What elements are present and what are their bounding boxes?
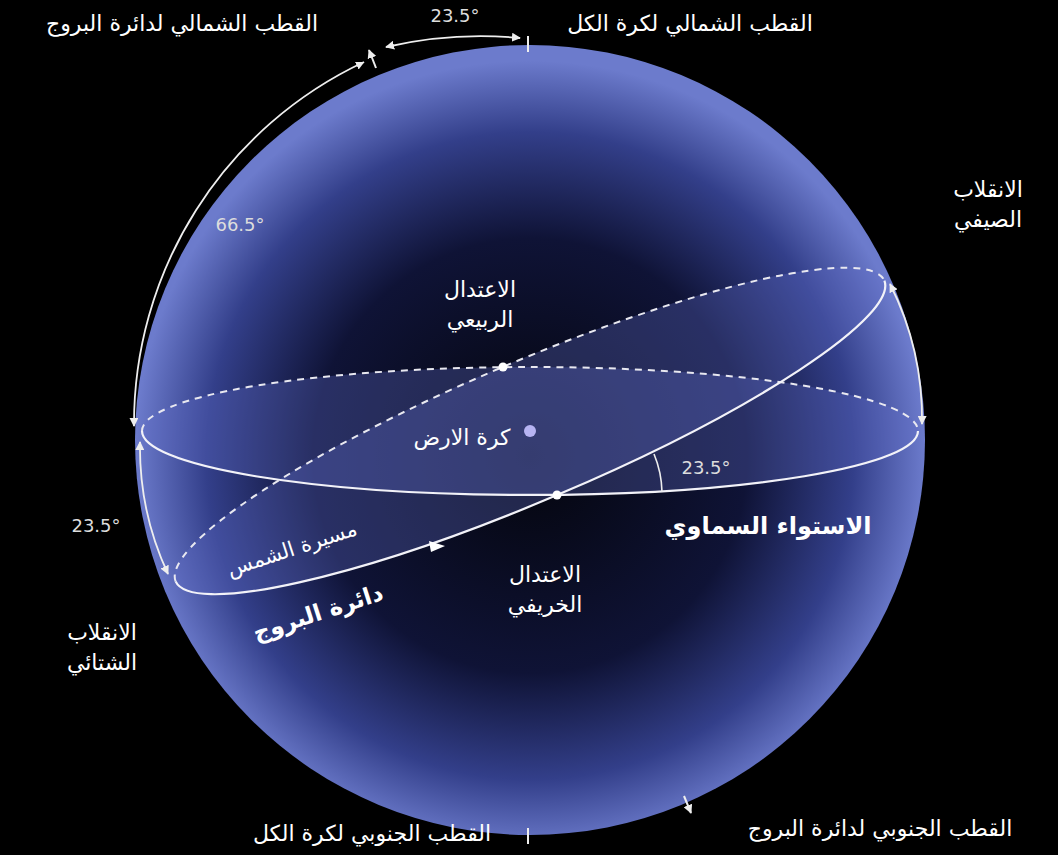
plane-label: الاستواء السماوي [664,510,871,542]
vernal-equinox-dot [499,363,508,372]
angle-label: 23.5° [681,456,730,480]
point-label: كرة الارض [413,423,510,453]
north-ecliptic-pole-arrow [369,50,376,68]
angle-dimension-arc [140,442,168,574]
equator-back-line [142,367,918,431]
ecliptic-back-line [175,268,885,582]
pole-label: القطب الجنوبي لدائرة البروج [748,814,1013,844]
direction-arrowhead [429,541,445,552]
south-ecliptic-pole-arrow [684,796,691,813]
angle-arc [654,454,662,492]
angle-dimension-arc [134,62,364,426]
plane-label: دائرة البروج [249,577,387,648]
angle-label: 66.5° [215,213,264,237]
ecliptic-plane [148,216,911,646]
angle-dimension-arc [890,284,922,424]
point-label: الاعتدال الخريفي [485,560,605,619]
pole-label: القطب الشمالي لدائرة البروج [46,9,318,39]
celestial-sphere [135,45,925,835]
south-celestial-pole-tick [527,828,529,844]
ecliptic-front-line [176,281,886,595]
pole-label: القطب الشمالي لكرة الكل [567,9,813,39]
angle-label: 23.5° [71,514,120,538]
angle-dimension-arc [386,36,520,47]
point-label: الاعتدال الربيعي [420,275,540,334]
earth-dot [524,425,536,437]
path-label: مسيرة الشمس [223,515,361,584]
north-celestial-pole-tick [527,36,529,52]
angle-label: 23.5° [430,4,479,28]
equator-front-line [142,431,918,495]
point-label: الانقلاب الصيفي [928,175,1048,234]
autumnal-equinox-dot [553,491,562,500]
point-label: الانقلاب الشتائي [42,618,162,677]
pole-label: القطب الجنوبي لكرة الكل [253,819,491,849]
